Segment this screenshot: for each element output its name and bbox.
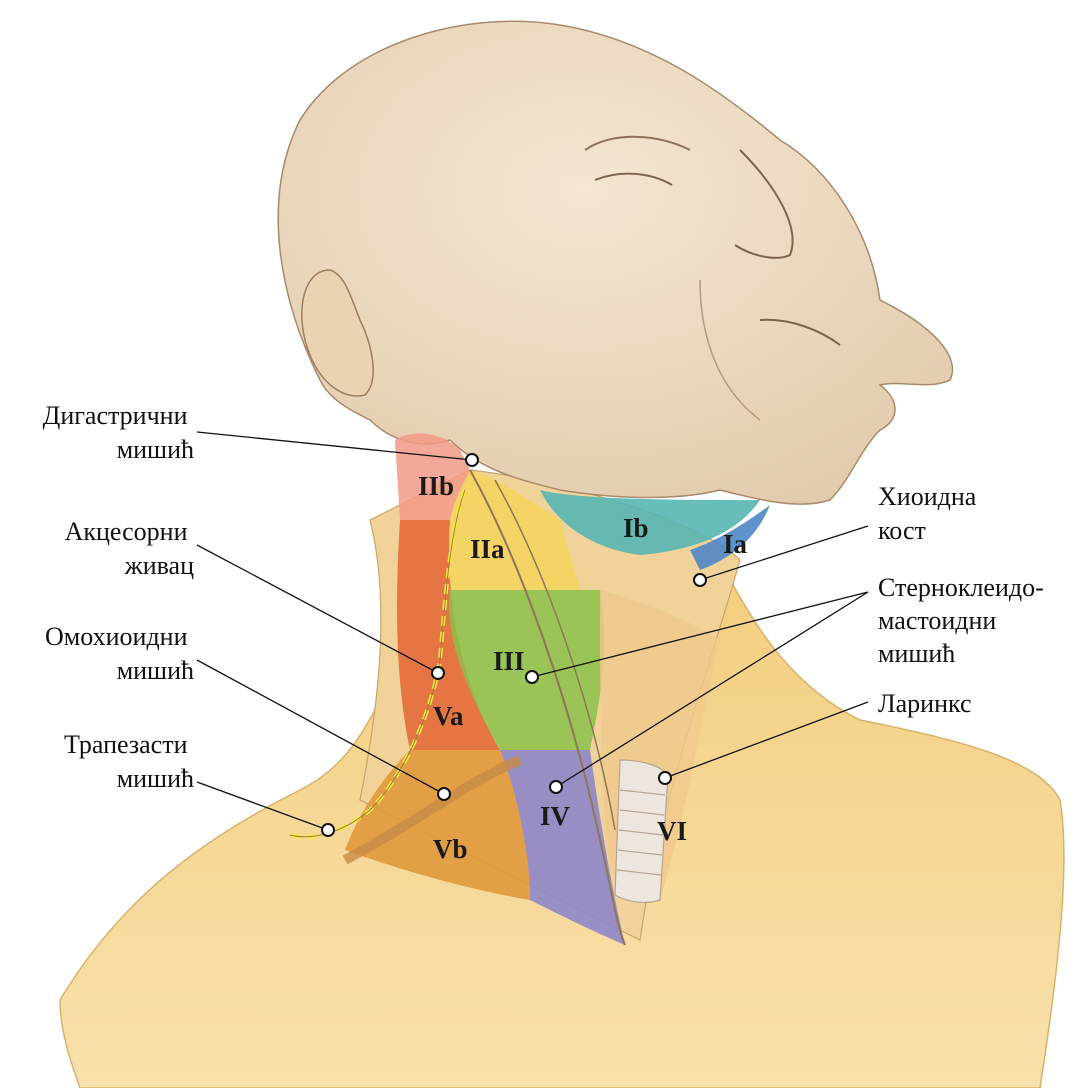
hyoid-marker — [694, 574, 706, 586]
accessory-marker — [432, 667, 444, 679]
zone-va-label: Va — [433, 701, 464, 731]
zone-iv-label: IV — [540, 801, 571, 831]
scm-marker-2 — [550, 781, 562, 793]
larynx-marker — [659, 772, 671, 784]
digastric-marker — [466, 454, 478, 466]
zone-iia-label: IIa — [470, 534, 505, 564]
digastric-callout: Дигастрични мишић — [43, 401, 194, 464]
accessory-callout: Акцесорни живац — [65, 517, 194, 580]
trapezius-callout: Трапезасти мишић — [64, 730, 194, 793]
zone-ia-label: Ia — [723, 529, 748, 559]
zone-iib-label: IIb — [418, 471, 454, 501]
head — [278, 21, 952, 504]
larynx-callout: Ларинкс — [878, 689, 972, 718]
zone-vb-label: Vb — [433, 834, 468, 864]
omohyoid-marker — [438, 788, 450, 800]
scm-marker-1 — [526, 671, 538, 683]
omohyoid-callout: Омохиоидни мишић — [45, 622, 194, 685]
scm-callout: Стерноклеидо- мастоидни мишић — [878, 573, 1050, 668]
zone-iii-label: III — [493, 646, 525, 676]
trapezius-marker — [322, 824, 334, 836]
hyoid-callout: Хиоидна кост — [878, 482, 983, 545]
zone-vi-label: VI — [657, 816, 687, 846]
zone-ib-label: Ib — [623, 513, 649, 543]
